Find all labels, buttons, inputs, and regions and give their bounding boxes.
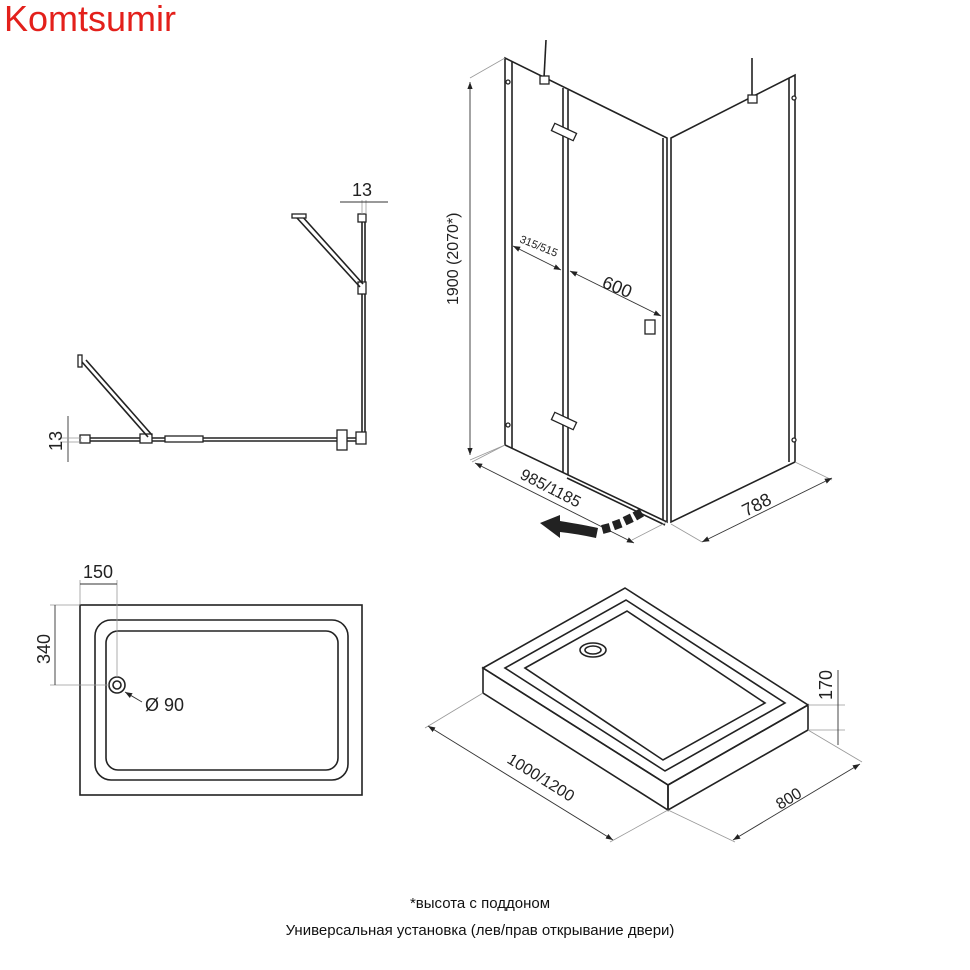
door-width-dim-label: 600 [600, 272, 635, 302]
tray-iso-view: 1000/1200 800 170 [424, 587, 863, 843]
tray-plan-view: 150 340 Ø 90 [34, 562, 363, 796]
height-footnote: *высота с поддоном [409, 895, 551, 912]
height-dim-label: 1900 (2070*) [445, 212, 462, 305]
plan-dim-left: 13 [46, 431, 66, 451]
brand-logo: Komtsumir [4, 0, 177, 39]
drain-diameter-label: Ø 90 [145, 695, 184, 715]
door-swing-arrow-icon [540, 508, 644, 538]
depth-dim-label: 788 [739, 489, 775, 520]
plan-dim-top: 13 [352, 180, 372, 200]
drain-offset-x-label: 150 [83, 562, 113, 582]
tray-height-label: 170 [816, 670, 836, 700]
tray-length-label: 1000/1200 [504, 751, 577, 806]
enclosure-plan-view: 13 13 [46, 180, 388, 462]
drain-offset-y-label: 340 [34, 634, 54, 664]
enclosure-iso-view: 1900 (2070*) 315/515 600 985/1185 788 [445, 39, 833, 544]
fixed-panel-dim-label: 315/515 [518, 234, 559, 260]
installation-note: Универсальная установка (лев/прав открыв… [285, 922, 675, 939]
tray-width-label: 800 [773, 785, 805, 813]
